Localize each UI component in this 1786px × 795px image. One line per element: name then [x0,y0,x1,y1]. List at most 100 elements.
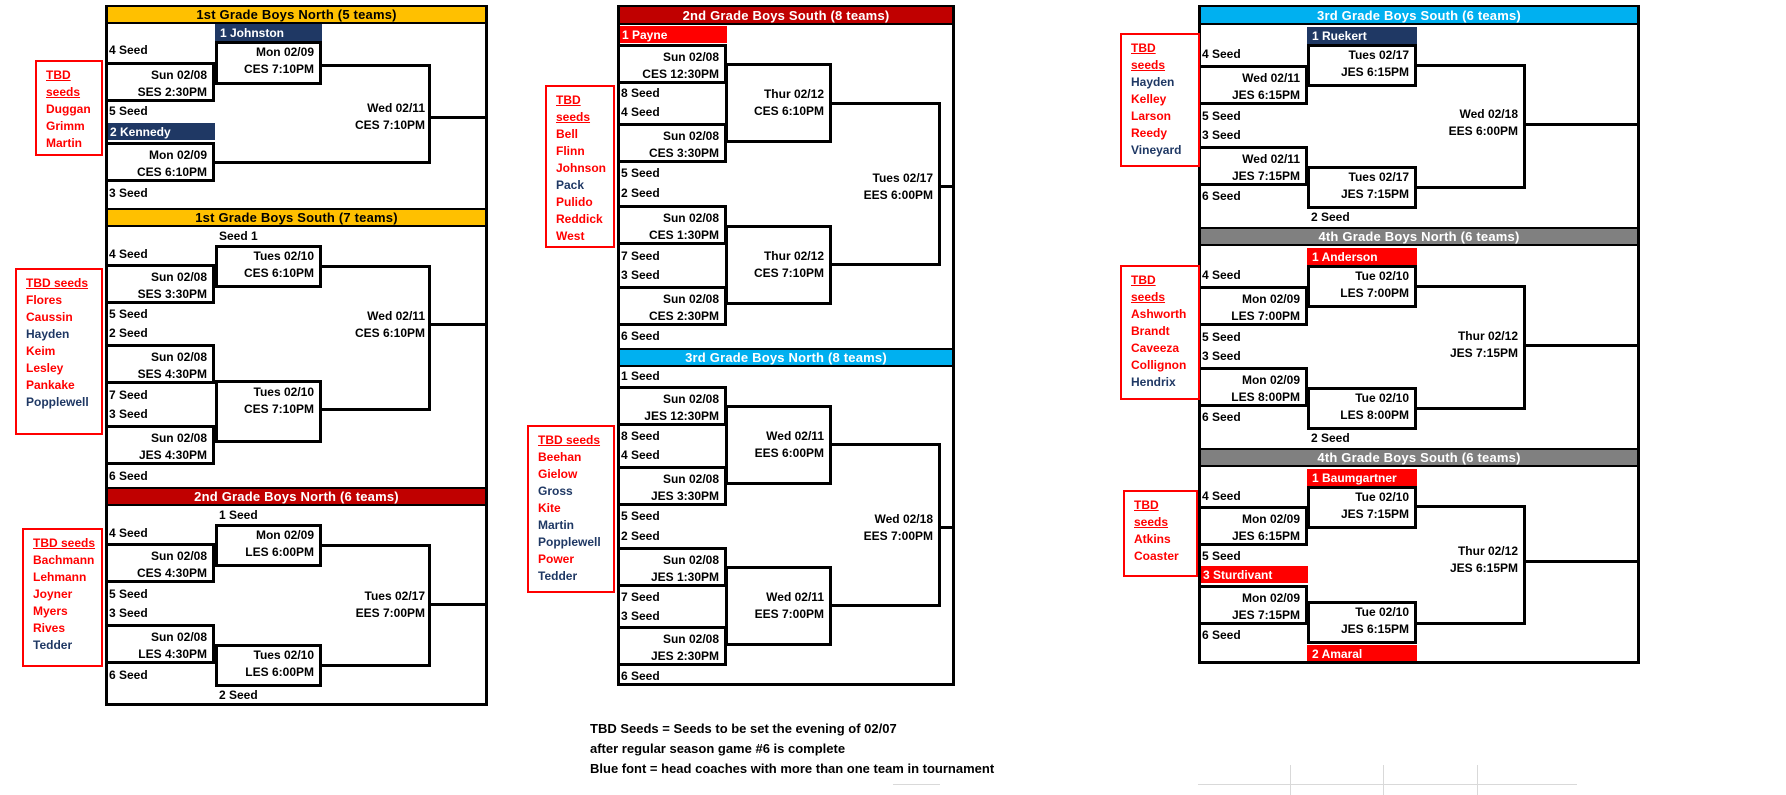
tbd-coach-name: Atkins [1134,532,1171,546]
footer-note-line: Blue font = head coaches with more than … [590,761,995,776]
seed-label: 2 Seed [109,326,148,340]
game-datetime: Wed 02/11 JES 6:15PM [1231,71,1300,102]
game-datetime: Wed 02/11 EES 7:00PM [754,590,824,621]
tbd-seeds-title: TBD [1134,498,1159,512]
connector-line [1417,407,1523,410]
game-box: Tues 02/17 JES 6:15PM [1307,44,1417,87]
bracket-frame-line [1198,661,1640,664]
game-box: Sun 02/08 CES 2:30PM [617,286,727,326]
tbd-coach-name: Martin [46,136,82,150]
connector-line [1523,560,1640,563]
game-box: Sun 02/08 JES 4:30PM [105,425,215,465]
seed-label: 5 Seed [109,104,148,118]
game-datetime: Sun 02/08 CES 1:30PM [648,211,719,242]
seed-label: 6 Seed [1202,628,1241,642]
game-datetime: Sun 02/08 CES 4:30PM [136,549,207,580]
game-datetime: Wed 02/11 EES 6:00PM [754,429,824,460]
seed-label: 3 Seed [621,609,660,623]
seed-label: 2 Seed [1311,431,1350,445]
game-datetime: Sun 02/08 JES 3:30PM [650,472,719,503]
connector-line [832,443,938,446]
game-datetime: Sun 02/08 LES 4:30PM [138,630,207,661]
seed-label: Seed 1 [219,229,258,243]
team-box: 1 Payne [617,26,727,43]
seed-label: 7 Seed [109,388,148,402]
seed-label: 2 Seed [1311,210,1350,224]
game-box: Thur 02/12 CES 6:10PM [725,63,832,143]
final-game-text: Tues 02/17 EES 6:00PM [863,171,933,202]
game-box: Mon 02/09 CES 6:10PM [105,142,215,182]
game-datetime: Tues 02/10 CES 6:10PM [243,249,314,280]
connector-line [1417,186,1523,189]
final-game-text: Wed 02/11 CES 7:10PM [354,101,425,132]
tbd-coach-name: Hendrix [1131,375,1176,389]
game-datetime: Thur 02/12 CES 6:10PM [753,87,824,118]
bracket-frame-line [617,683,955,686]
seed-label: 5 Seed [109,587,148,601]
tbd-coach-name: Tedder [33,638,73,652]
final-game-text: Wed 02/18 EES 6:00PM [1448,107,1518,138]
footer-note-line: after regular season game #6 is complete [590,741,846,756]
game-datetime: Tues 02/17 JES 6:15PM [1340,48,1409,79]
game-datetime: Mon 02/09 LES 6:00PM [245,528,314,559]
seed-label: 5 Seed [621,166,660,180]
game-box: Tues 02/10 LES 6:00PM [215,644,322,687]
tbd-coach-name: Larson [1131,109,1172,123]
game-box: Wed 02/11 EES 6:00PM [725,405,832,485]
final-game-text: Wed 02/18 EES 7:00PM [863,512,933,543]
game-box: Sun 02/08 LES 4:30PM [105,624,215,664]
game-datetime: Sun 02/08 CES 12:30PM [642,50,719,81]
game-box: Sun 02/08 CES 1:30PM [617,205,727,245]
seed-label: 3 Seed [109,407,148,421]
game-box: Sun 02/08 JES 3:30PM [617,466,727,506]
game-datetime: Tue 02/10 JES 6:15PM [1340,605,1409,636]
tbd-seeds-title: TBD [1131,273,1156,287]
game-box: Sun 02/08 JES 2:30PM [617,626,727,666]
game-box: Sun 02/08 CES 12:30PM [617,44,727,84]
spreadsheet-gridline [1383,765,1384,795]
tbd-seeds-title: TBD [1131,41,1156,55]
game-datetime: Mon 02/09 CES 6:10PM [136,148,207,179]
seed-label: 5 Seed [621,509,660,523]
tbd-coach-name: Tedder [538,569,578,583]
game-datetime: Mon 02/09 JES 7:15PM [1231,591,1300,622]
seed-label: 6 Seed [621,669,660,683]
connector-line [322,265,428,268]
final-game-text: Tues 02/17 EES 7:00PM [355,589,425,620]
game-datetime: Sun 02/08 JES 12:30PM [644,392,719,423]
game-datetime: Sun 02/08 CES 2:30PM [648,292,719,323]
seed-label: 4 Seed [621,448,660,462]
tbd-coach-name: Vineyard [1131,143,1182,157]
game-box: Thur 02/12 CES 7:10PM [725,225,832,305]
footer-note: TBD Seeds = Seeds to be set the evening … [590,719,994,779]
connector-line [215,161,428,164]
spreadsheet-gridline [1290,765,1291,795]
connector-line [322,64,428,67]
tbd-coach-name: Grimm [46,119,85,133]
game-datetime: Mon 02/09 LES 8:00PM [1231,373,1300,404]
bracket-frame-line [105,703,488,706]
seed-label: 7 Seed [621,249,660,263]
seed-label: 1 Seed [621,369,660,383]
game-datetime: Sun 02/08 CES 3:30PM [648,129,719,160]
footer-note-line: TBD Seeds = Seeds to be set the evening … [590,721,897,736]
connector-line [832,102,938,105]
tbd-coach-name: Beehan [538,450,582,464]
tbd-seeds-title: TBD [46,68,71,82]
game-datetime: Thur 02/12 CES 7:10PM [753,249,824,280]
game-box: Tue 02/10 LES 8:00PM [1307,387,1417,430]
connector-line [1523,505,1526,625]
seed-label: 4 Seed [621,105,660,119]
1st-grade-boys-south-header: 1st Grade Boys South (7 teams) [105,208,488,227]
tbd-coach-name: Collignon [1131,358,1187,372]
tbd-coach-name: West [556,229,585,243]
seed-label: 5 Seed [109,307,148,321]
game-box: Tues 02/17 JES 7:15PM [1307,166,1417,209]
connector-line [428,603,488,606]
tbd-coach-name: Flinn [556,144,585,158]
game-box: Wed 02/11 JES 7:15PM [1198,146,1308,186]
bracket-frame-line [485,5,488,706]
